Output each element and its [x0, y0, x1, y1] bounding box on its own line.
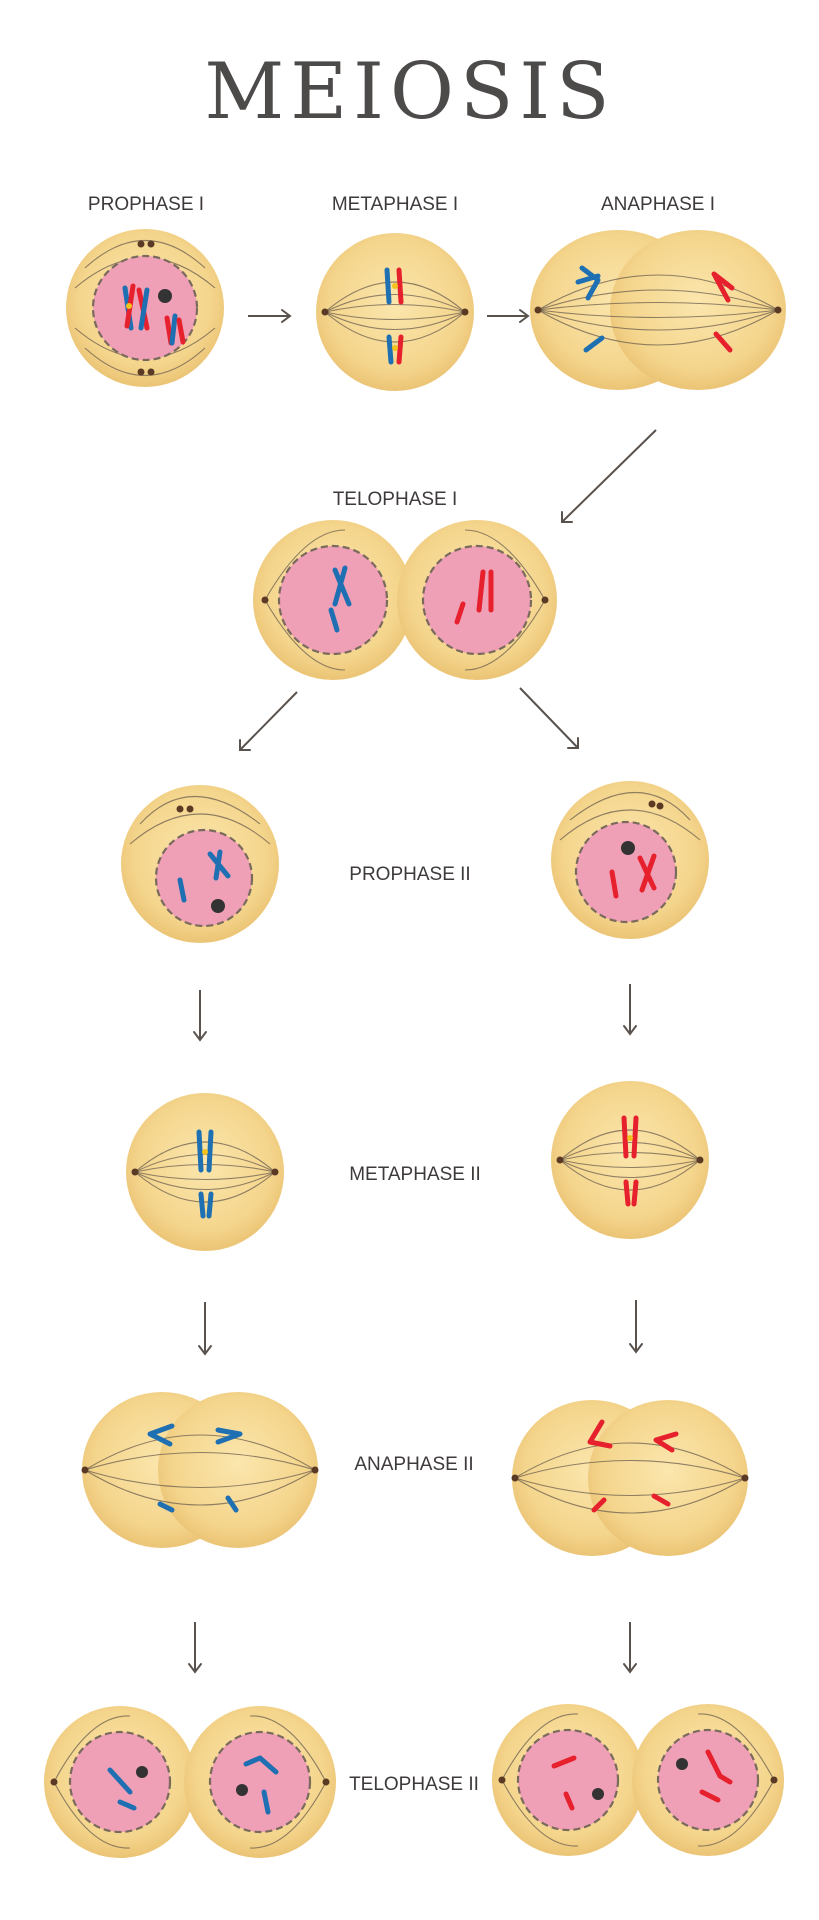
cell-prophase-2-right	[551, 781, 709, 939]
cell-anaphase-2-right	[511, 1400, 749, 1556]
arrow-metaphase2-left-down	[198, 1302, 212, 1356]
label-metaphase-2: METAPHASE II	[349, 1164, 481, 1185]
arrow-prophase2-right-down	[623, 984, 637, 1036]
label-prophase-1: PROPHASE I	[88, 194, 204, 215]
label-prophase-2: PROPHASE II	[349, 864, 470, 885]
arrow-prophase1-to-metaphase1	[248, 309, 292, 323]
cell-metaphase-2-right	[551, 1081, 709, 1239]
cell-telophase-2-right	[492, 1704, 784, 1856]
cell-anaphase-1	[530, 230, 786, 390]
arrow-prophase2-left-down	[193, 990, 207, 1042]
cell-anaphase-2-left	[81, 1392, 319, 1548]
label-telophase-1: TELOPHASE I	[333, 489, 458, 510]
cell-prophase-2-left	[121, 785, 279, 943]
arrow-telophase1-to-right	[519, 687, 579, 749]
arrow-metaphase2-right-down	[629, 1300, 643, 1354]
cell-metaphase-1	[316, 233, 474, 391]
label-telophase-2: TELOPHASE II	[349, 1774, 479, 1795]
label-anaphase-1: ANAPHASE I	[601, 194, 715, 215]
cell-prophase-1	[66, 229, 224, 387]
label-metaphase-1: METAPHASE I	[332, 194, 458, 215]
arrow-telophase1-to-left	[239, 691, 298, 751]
arrow-anaphase2-right-down	[623, 1622, 637, 1674]
cell-metaphase-2-left	[126, 1093, 284, 1251]
arrow-metaphase1-to-anaphase1	[487, 309, 530, 323]
cell-telophase-2-left	[44, 1706, 336, 1858]
arrow-anaphase2-left-down	[188, 1622, 202, 1674]
cell-telophase-1	[253, 520, 557, 680]
label-anaphase-2: ANAPHASE II	[354, 1454, 473, 1475]
diagram-title: MEIOSIS	[204, 47, 615, 137]
arrow-anaphase1-to-telophase1	[561, 429, 657, 523]
